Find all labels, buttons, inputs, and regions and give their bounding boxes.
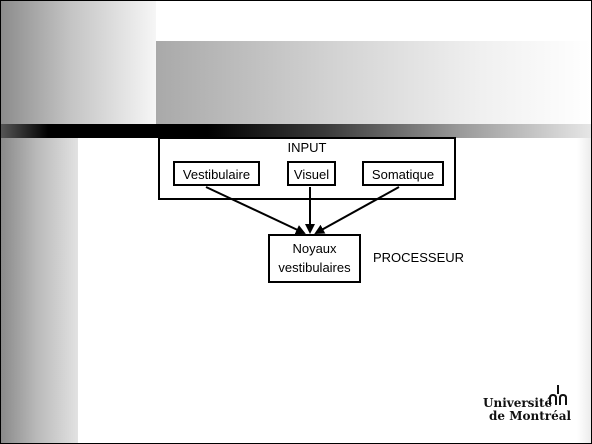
header-divider-bar xyxy=(1,124,591,138)
logo-emblem-icon xyxy=(549,385,567,405)
arrow-vestibulaire-to-noyaux xyxy=(205,186,306,235)
right-gradient-strip xyxy=(577,138,591,443)
processor-label: PROCESSEUR xyxy=(373,250,465,265)
title-banner xyxy=(156,41,591,129)
universite-de-montreal-logo: Université de Montréal xyxy=(483,385,583,431)
processor-box-noyaux-vestibulaires: Noyaux vestibulaires xyxy=(268,234,361,283)
left-gradient-strip xyxy=(1,138,78,443)
input-box-visuel: Visuel xyxy=(287,161,336,186)
processor-box-line2: vestibulaires xyxy=(278,260,351,275)
processor-box-line1: Noyaux xyxy=(292,241,337,256)
arrow-somatique-to-noyaux xyxy=(314,186,400,234)
logo-line-universite: Université xyxy=(483,396,553,410)
input-label: INPUT xyxy=(287,140,327,155)
input-label-visuel: Visuel xyxy=(293,167,330,182)
input-box-vestibulaire: Vestibulaire xyxy=(173,161,260,186)
input-box-somatique: Somatique xyxy=(362,161,444,186)
input-label-somatique: Somatique xyxy=(371,167,435,182)
logo-line-de-montreal: de Montréal xyxy=(489,409,572,423)
top-left-gradient-block xyxy=(1,1,156,129)
input-label-vestibulaire: Vestibulaire xyxy=(182,167,251,182)
